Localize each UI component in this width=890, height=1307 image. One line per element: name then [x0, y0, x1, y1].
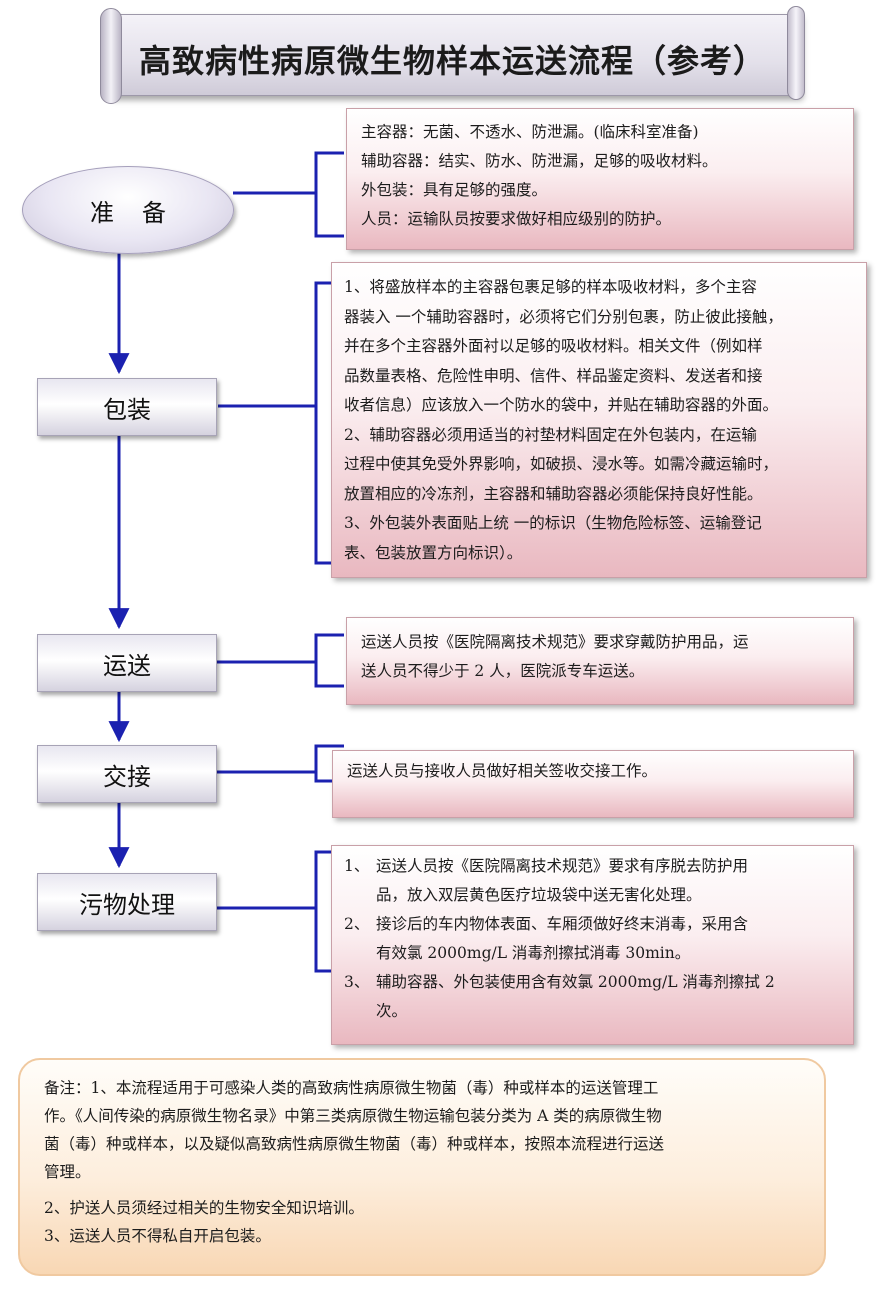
desc-prepare: 主容器：无菌、不透水、防泄漏。(临床科室准备) 辅助容器：结实、防水、防泄漏，足… [346, 108, 854, 250]
page-title: 高致病性病原微生物样本运送流程（参考） [138, 42, 766, 80]
desc-line: 品，放入双层黄色医疗垃圾袋中送无害化处理。 [376, 886, 702, 904]
note-line: 3、运送人员不得私自开启包装。 [44, 1227, 271, 1245]
step-handover: 交接 [37, 745, 217, 803]
desc-line: 2、辅助容器必须用适当的衬垫材料固定在外包装内，在运输 [344, 425, 757, 444]
desc-line: 表、包装放置方向标识）。 [344, 543, 523, 562]
step-label: 准备 [90, 198, 194, 227]
note-line: 2、护送人员须经过相关的生物安全知识培训。 [44, 1199, 364, 1217]
step-waste-disposal: 污物处理 [37, 873, 217, 931]
desc-line: 1、将盛放样本的主容器包裹足够的样本吸收材料，多个主容 [344, 278, 757, 296]
step-label: 污物处理 [79, 890, 175, 919]
desc-line: 品数量表格、危险性申明、信件、样品鉴定资料、发送者和接 [344, 366, 763, 385]
scroll-curl-right [787, 6, 805, 100]
desc-packaging: 1、将盛放样本的主容器包裹足够的样本吸收材料，多个主容 器装入 一个辅助容器时，… [331, 262, 867, 578]
desc-line: 运送人员按《医院隔离技术规范》要求穿戴防护用品，运 [361, 633, 749, 651]
desc-line: 辅助容器：结实、防水、防泄漏，足够的吸收材料。 [361, 152, 718, 170]
desc-handover: 运送人员与接收人员做好相关签收交接工作。 [332, 750, 854, 818]
note-line: 菌（毒）种或样本，以及疑似高致病性病原微生物菌（毒）种或样本，按照本流程进行运送 [44, 1135, 665, 1153]
bracket-handover [199, 744, 344, 783]
desc-line: 放置相应的冷冻剂，主容器和辅助容器必须能保持良好性能。 [344, 484, 763, 503]
note-line: 备注：1、本流程适用于可感染人类的高致病性病原微生物菌（毒）种或样本的运送管理工 [44, 1079, 659, 1097]
bracket-prep [233, 151, 344, 238]
note-line: 作。《人间传染的病原微生物名录》中第三类病原微生物运输包装分类为 A 类的病原微… [44, 1107, 662, 1125]
desc-line: 辅助容器、外包装使用含有效氯 2000mg/L 消毒剂擦拭 2 [376, 973, 775, 991]
title-banner: 高致病性病原微生物样本运送流程（参考） [100, 6, 805, 104]
desc-line: 3、外包装外表面贴上统 一的标识（生物危险标签、运输登记 [344, 514, 762, 532]
desc-line: 并在多个主容器外面衬以足够的吸收材料。相关文件（例如样 [344, 337, 763, 355]
desc-line: 运送人员与接收人员做好相关签收交接工作。 [347, 762, 658, 780]
desc-line: 主容器：无菌、不透水、防泄漏。(临床科室准备) [361, 123, 699, 141]
step-label: 包装 [103, 395, 151, 424]
item-number: 3、 [344, 973, 370, 991]
title-scroll-body [110, 14, 800, 96]
note-line: 管理。 [44, 1163, 91, 1181]
step-label: 交接 [103, 762, 151, 791]
desc-item: 1、 运送人员按《医院隔离技术规范》要求有序脱去防护用 品，放入双层黄色医疗垃圾… [344, 852, 853, 910]
step-transport: 运送 [37, 634, 217, 692]
desc-item: 3、 辅助容器、外包装使用含有效氯 2000mg/L 消毒剂擦拭 2 次。 [344, 968, 853, 1026]
desc-line: 收者信息）应该放入一个防水的袋中，并贴在辅助容器的外面。 [344, 396, 779, 414]
desc-line: 有效氯 2000mg/L 消毒剂擦拭消毒 30min。 [376, 944, 691, 962]
desc-line: 器装入 一个辅助容器时，必须将它们分别包裹，防止彼此接触， [344, 307, 783, 326]
item-number: 1、 [344, 857, 370, 875]
item-number: 2、 [344, 915, 370, 933]
desc-transport: 运送人员按《医院隔离技术规范》要求穿戴防护用品，运 送人员不得少于 2 人，医院… [346, 617, 854, 705]
desc-line: 接诊后的车内物体表面、车厢须做好终末消毒，采用含 [376, 915, 749, 933]
bracket-waste [198, 850, 344, 973]
step-prepare: 准备 [22, 166, 234, 254]
bracket-transport [199, 633, 344, 688]
desc-line: 过程中使其免受外界影响，如破损、浸水等。如需冷藏运输时， [344, 455, 779, 473]
desc-line: 外包装：具有足够的强度。 [361, 181, 548, 199]
desc-line: 送人员不得少于 2 人，医院派专车运送。 [361, 662, 645, 680]
desc-waste-disposal: 1、 运送人员按《医院隔离技术规范》要求有序脱去防护用 品，放入双层黄色医疗垃圾… [331, 845, 854, 1045]
step-label: 运送 [103, 651, 151, 680]
desc-line: 次。 [376, 1002, 408, 1020]
desc-line: 人员：运输队员按要求做好相应级别的防护。 [361, 210, 672, 228]
notes-box: 备注：1、本流程适用于可感染人类的高致病性病原微生物菌（毒）种或样本的运送管理工… [18, 1058, 826, 1276]
desc-item: 2、 接诊后的车内物体表面、车厢须做好终末消毒，采用含 有效氯 2000mg/L… [344, 910, 853, 968]
bracket-pack [218, 281, 344, 565]
scroll-curl-left [100, 8, 122, 104]
desc-line: 运送人员按《医院隔离技术规范》要求有序脱去防护用 [376, 857, 749, 875]
step-packaging: 包装 [37, 378, 217, 436]
